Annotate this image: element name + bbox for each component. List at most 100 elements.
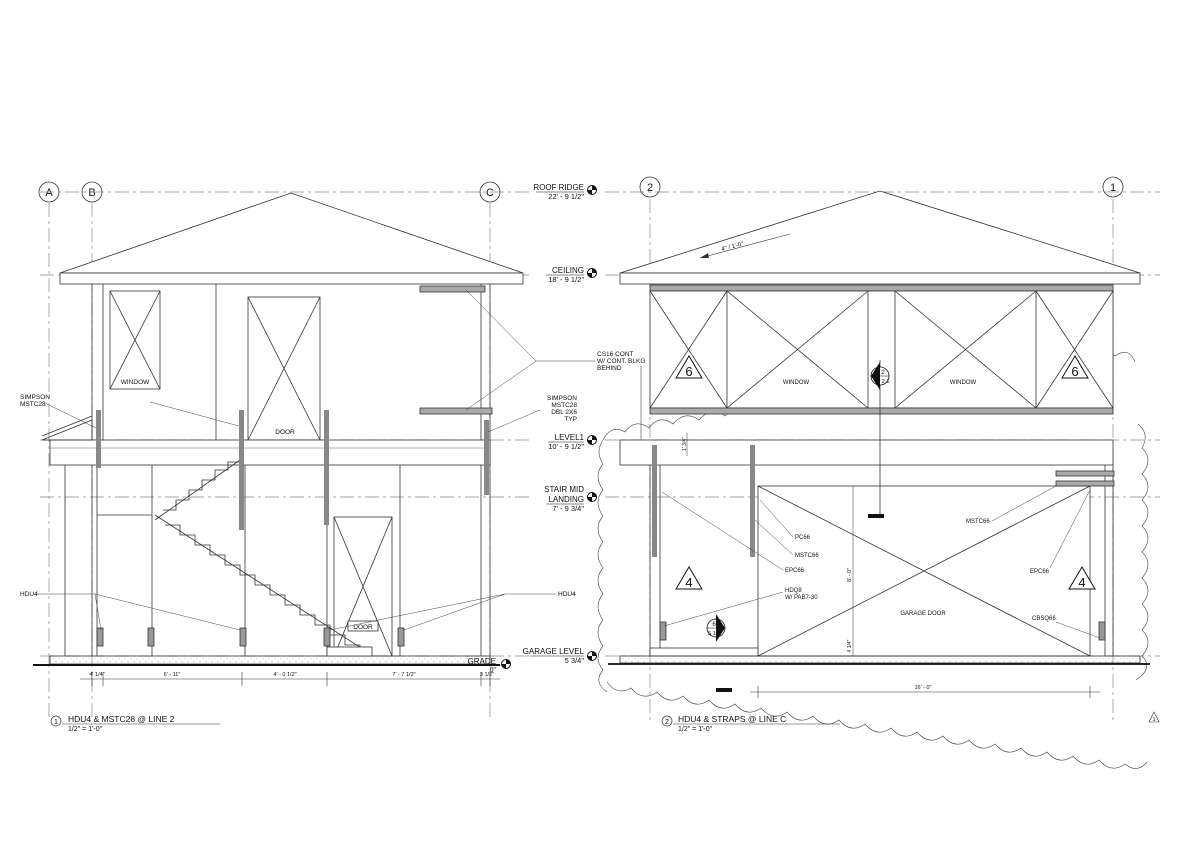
view-title: HDU4 & MSTC28 @ LINE 2 <box>68 714 175 724</box>
dim-text: 4' - 0 1/2" <box>273 672 296 678</box>
note-text: HDQ8 <box>785 588 802 594</box>
note-text: EPC66 <box>785 568 805 574</box>
level-markers <box>501 185 597 669</box>
grid-label-c: C <box>486 187 494 199</box>
window-label: WINDOW <box>121 379 150 386</box>
callout-epc66-right: EPC66 <box>1030 489 1091 575</box>
slope-text: 4" / 1'-0" <box>721 241 744 253</box>
view-title-left: 1 HDU4 & MSTC28 @ LINE 2 1/2" = 1'-0" <box>50 714 220 733</box>
door-label-lower: DOOR <box>353 624 373 631</box>
dim-text: 8' - 0" <box>847 568 853 582</box>
level-label-garage: GARAGE LEVEL 5 3/4" <box>523 647 585 665</box>
note-text: SIMPSON <box>547 395 577 402</box>
section-cut-mark <box>716 688 732 692</box>
cloud-revision-tag: 1 <box>1148 711 1160 723</box>
level-label-ceiling: CEILING 18' - 9 1/2" <box>546 266 584 284</box>
level-name: ROOF RIDGE <box>533 183 584 192</box>
shear-tag-text: 4 <box>685 575 692 590</box>
level-label-level1: LEVEL1 10' - 9 1/2" <box>548 433 585 451</box>
level-name: STAIR MID <box>544 485 584 494</box>
section-sheet: S 1.1 <box>708 631 721 637</box>
section-marker-upper: 2 S 2.1 <box>870 362 890 390</box>
level-elevation: 5 3/4" <box>565 656 585 665</box>
note-text: MSTC28 <box>20 401 46 408</box>
callout-pc66: PC66 <box>759 499 811 541</box>
view-number: 1 <box>54 719 58 726</box>
grid-label-b: B <box>88 187 95 199</box>
callout-mstc66-a: MSTC66 <box>754 519 819 559</box>
revision-number: 1 <box>1152 717 1155 723</box>
view-title-right: 2 HDU4 & STRAPS @ LINE C 1/2" = 1'-0" <box>661 714 840 733</box>
callout-mstc66-b: MSTC66 <box>966 485 1057 525</box>
level-elevation: 0" <box>490 667 497 674</box>
callout-simpson-left: SIMPSON MSTC28 <box>20 394 97 429</box>
garage-door-label: GARAGE DOOR <box>900 611 946 617</box>
grid-label-a: A <box>45 187 53 199</box>
note-text: W/ PAB7-30 <box>785 595 818 601</box>
dim-text: 4' 1/4" <box>89 672 104 678</box>
dim-text: 16' - 0" <box>914 685 931 691</box>
shear-tag-text: 6 <box>1071 364 1078 379</box>
dimension-string-left: 4' 1/4" 6' - 11" 4' - 0 1/2" 7' - 7 1/2"… <box>80 672 500 686</box>
dim-text: 7' - 7 1/2" <box>392 672 415 678</box>
note-text: BEHIND <box>597 365 622 372</box>
shear-wall-tag-lower-right: 4 <box>1068 566 1096 590</box>
level-label-stair-mid: STAIR MID LANDING 7' - 9 3/4" <box>544 485 584 513</box>
shear-tag-text: 4 <box>1078 575 1085 590</box>
view-title: HDU4 & STRAPS @ LINE C <box>678 714 786 724</box>
note-text: EPC66 <box>1030 569 1050 575</box>
shear-tag-text: 6 <box>685 364 692 379</box>
note-text: TYP <box>564 416 577 423</box>
note-text: MSTC66 <box>966 519 990 525</box>
note-text: HDU4 <box>558 591 576 598</box>
level-elevation: 22' - 9 1/2" <box>548 192 584 201</box>
grid-label-2: 2 <box>647 182 653 194</box>
roof-slope-marker: 4" / 1'-0" <box>699 233 791 259</box>
dim-text: 4 1/4" <box>847 639 853 652</box>
view-scale: 1/2" = 1'-0" <box>68 726 103 733</box>
left-elevation <box>33 192 524 666</box>
grid-bubble-1: 1 <box>1102 176 1124 198</box>
level-elevation: 10' - 9 1/2" <box>548 442 584 451</box>
callout-cbsq66: CBSQ66 <box>1032 616 1101 639</box>
level-elevation: 18' - 9 1/2" <box>548 275 584 284</box>
section-cut-mark <box>868 514 884 518</box>
section-number: 2 <box>881 370 885 376</box>
dim-text: 1' 3/4" <box>682 437 688 451</box>
callout-hdu4-left: HDU4 <box>20 591 241 631</box>
shear-wall-tag-lower-left: 4 <box>675 566 703 590</box>
note-text: W/ CONT. BLKG <box>597 358 645 365</box>
section-marker-lower: 6 S 1.1 <box>706 614 726 642</box>
right-elevation <box>608 190 1150 665</box>
window-label: WINDOW <box>783 380 810 386</box>
note-text: CBSQ66 <box>1032 616 1056 622</box>
level-name: LEVEL1 <box>555 433 585 442</box>
note-text: DBL 2X6 <box>551 409 577 416</box>
level-name: CEILING <box>552 266 584 275</box>
note-text: HDU4 <box>20 591 38 598</box>
callout-simpson-dbl: SIMPSON MSTC28 DBL 2X6 TYP <box>487 395 577 433</box>
note-text: CS16 CONT <box>597 351 634 358</box>
note-text: PC66 <box>795 535 811 541</box>
dim-text: 6' - 11" <box>164 672 181 678</box>
shear-wall-tag-upper-right: 6 <box>1061 355 1089 379</box>
note-text: MSTC28 <box>551 402 577 409</box>
level-name: LANDING <box>548 495 584 504</box>
callout-hdq8: HDQ8 W/ PAB7-30 <box>663 588 818 627</box>
view-number: 2 <box>665 719 669 726</box>
section-sheet: S 2.1 <box>877 379 890 385</box>
leader-line <box>149 401 240 427</box>
level-label-roof-ridge: ROOF RIDGE 22' - 9 1/2" <box>533 183 584 201</box>
grid-label-1: 1 <box>1110 182 1116 194</box>
level-name: GARAGE LEVEL <box>523 647 585 656</box>
view-scale: 1/2" = 1'-0" <box>678 726 713 733</box>
dimensions-right: 1' 3/4" 8' - 0" 4 1/4" 16' - 0" <box>682 433 1100 698</box>
callout-epc66-left: EPC66 <box>661 491 805 574</box>
shear-wall-tag-upper-left: 6 <box>675 355 703 379</box>
window-label: WINDOW <box>950 380 977 386</box>
door-label-upper: DOOR <box>275 429 295 436</box>
note-text: SIMPSON <box>20 394 50 401</box>
section-number: 6 <box>712 622 716 628</box>
dim-text: 3 1/2" <box>480 672 494 678</box>
